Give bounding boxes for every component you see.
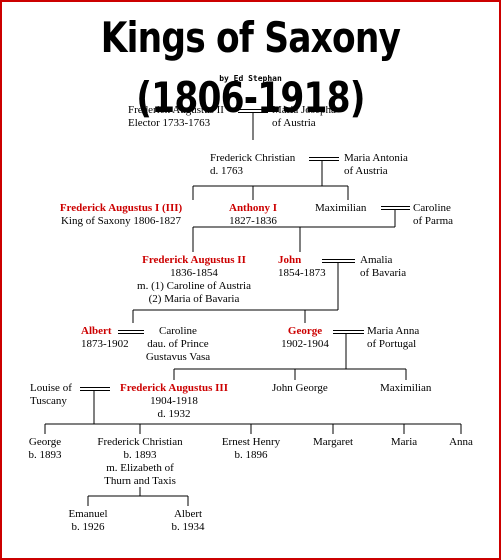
person-detail: 1827-1836 xyxy=(229,215,277,227)
person-detail: b. 1926 xyxy=(71,521,105,533)
person-anna: Anna xyxy=(449,436,473,449)
person-name: Maximilian xyxy=(380,382,432,394)
person-detail: b. 1934 xyxy=(171,521,205,533)
person-name: Louise of xyxy=(30,382,72,394)
person-maximilian2: Maximilian xyxy=(380,382,431,395)
person-detail: 1854-1873 xyxy=(278,267,326,279)
person-fa1: Frederick Augustus I (III)King of Saxony… xyxy=(60,202,182,228)
person-detail: dau. of Prince xyxy=(147,338,209,350)
person-detail: 1873-1902 xyxy=(81,338,129,350)
person-name: Frederick Augustus III xyxy=(120,382,228,394)
person-name: John George xyxy=(272,382,328,394)
person-name: Caroline xyxy=(413,202,451,214)
person-name: Frederick Augustus II xyxy=(142,254,246,266)
person-name: John xyxy=(278,254,302,266)
person-detail: Gustavus Vasa xyxy=(145,351,211,363)
person-name: Ernest Henry xyxy=(221,436,281,448)
person-name: Margaret xyxy=(312,436,354,448)
person-detail: m. (1) Caroline of Austria xyxy=(137,280,251,292)
person-name: Frederick Christian xyxy=(97,436,183,448)
person-detail: d. 1763 xyxy=(210,165,243,177)
person-name: Maximilian xyxy=(315,202,367,214)
person-detail: b. 1896 xyxy=(234,449,268,461)
person-name: Amalia xyxy=(360,254,393,266)
person-maximilian: Maximilian xyxy=(315,202,366,215)
byline: by Ed Stephan xyxy=(219,74,282,83)
person-name: George xyxy=(287,325,323,337)
person-detail: Tuscany xyxy=(30,395,67,407)
person-detail: Elector 1733-1763 xyxy=(128,117,211,129)
person-name: Albert xyxy=(81,325,112,337)
person-name: Anthony I xyxy=(229,202,277,214)
person-detail: of Bavaria xyxy=(360,267,407,279)
person-name: Albert xyxy=(173,508,203,520)
person-name: Maria xyxy=(390,436,418,448)
person-name: Frederick Augustus I (III) xyxy=(59,202,183,214)
person-detail: 1836-1854 xyxy=(170,267,218,279)
person-detail: of Portugal xyxy=(367,338,417,350)
person-name: Caroline xyxy=(159,325,197,337)
person-detail: d. 1932 xyxy=(157,408,191,420)
person-detail: m. Elizabeth of xyxy=(106,462,174,474)
person-name: George xyxy=(28,436,62,448)
person-john-george: John George xyxy=(272,382,328,395)
person-detail: of Austria xyxy=(272,117,316,129)
person-name: Frederick Christian xyxy=(210,152,296,164)
person-detail: (2) Maria of Bavaria xyxy=(148,293,240,305)
person-detail: of Parma xyxy=(413,215,454,227)
person-detail: b. 1893 xyxy=(123,449,157,461)
person-detail: b. 1893 xyxy=(28,449,62,461)
person-margaret: Margaret xyxy=(313,436,353,449)
person-name: Maria Josepha xyxy=(272,104,336,116)
person-detail: 1904-1918 xyxy=(150,395,198,407)
person-name: Maria Antonia xyxy=(344,152,408,164)
person-name: Frederick Augustus II xyxy=(128,104,224,116)
page-title: Kings of Saxony (1806-1918) xyxy=(100,13,401,122)
person-detail: of Austria xyxy=(344,165,388,177)
person-maria: Maria xyxy=(391,436,417,449)
person-name: Maria Anna xyxy=(367,325,420,337)
person-name: Emanuel xyxy=(68,508,108,520)
person-detail: King of Saxony 1806-1827 xyxy=(60,215,182,227)
person-detail: Thurn and Taxis xyxy=(104,475,176,487)
person-detail: 1902-1904 xyxy=(281,338,329,350)
person-name: Anna xyxy=(449,436,473,448)
